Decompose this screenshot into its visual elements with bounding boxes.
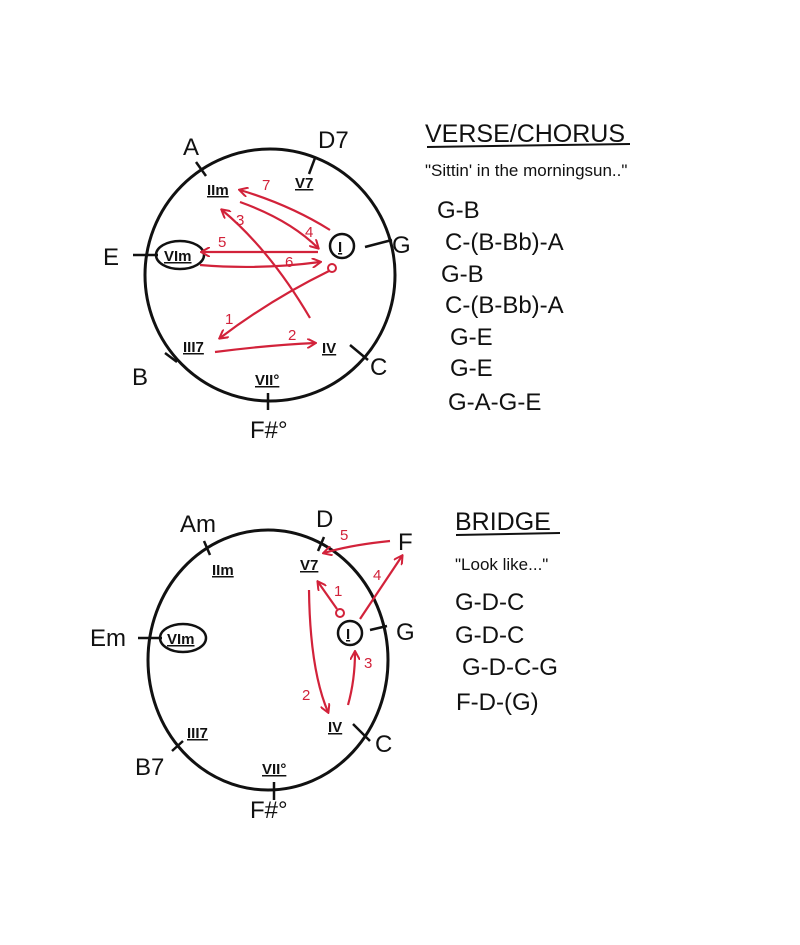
tick-iii — [171, 740, 184, 752]
arrow-1 — [318, 582, 338, 610]
numeral-vii: VII° — [255, 372, 279, 389]
tick-iv — [349, 344, 369, 361]
chord-label-c: C — [375, 731, 392, 758]
title-underline — [426, 143, 631, 148]
chord-label-em: Em — [90, 625, 126, 652]
arrow-4-label: 4 — [373, 567, 381, 584]
tick-v — [316, 536, 326, 552]
chord-label-f: F — [398, 529, 413, 556]
arrow-3 — [222, 210, 311, 319]
chord-label-d7: D7 — [318, 127, 349, 154]
tick-i — [364, 238, 393, 249]
arrow-1 — [220, 270, 330, 338]
circle-of-chords — [143, 147, 397, 403]
chord-label-d: D — [316, 506, 333, 533]
verse-chorus-notes: VERSE/CHORUS "Sittin' in the morningsun.… — [425, 120, 631, 416]
bridge-circle: Am D G Em B7 C F#° F IIm V7 I VIm III7 I… — [90, 506, 415, 824]
chord-label-fsharp-dim: F#° — [250, 797, 288, 824]
chord-label-a: A — [183, 134, 199, 161]
tonic-circle — [328, 232, 356, 260]
arrow-2-label: 2 — [302, 687, 310, 704]
verse-chorus-circle: A D7 G E B C F#° IIm V7 I VIm III7 IV VI… — [103, 127, 411, 444]
numeral-vii: VII° — [262, 761, 286, 778]
numeral-vi: VIm — [167, 631, 195, 648]
progression-line: G-B — [441, 261, 484, 288]
tick-iii — [164, 352, 178, 363]
progression-line: C-(B-Bb)-A — [445, 292, 564, 319]
progression-line: G-E — [450, 324, 493, 351]
tick-i — [369, 624, 388, 632]
numeral-ii: IIm — [212, 562, 234, 579]
tick-ii — [202, 540, 212, 556]
arrow-3-label: 3 — [236, 212, 244, 229]
progression-line: G-E — [450, 355, 493, 382]
arrow-6-label: 6 — [285, 254, 293, 271]
arrow-3 — [346, 652, 355, 706]
chord-label-c: C — [370, 354, 387, 381]
verse-chorus-lyric: "Sittin' in the morningsun.." — [425, 161, 627, 180]
circle-of-chords — [146, 528, 390, 792]
progression-line: G-B — [437, 197, 480, 224]
bridge-lyric: "Look like..." — [455, 555, 548, 574]
progression-line: C-(B-Bb)-A — [445, 229, 564, 256]
tick-v — [307, 157, 317, 175]
numeral-vi: VIm — [164, 248, 192, 265]
start-dot — [327, 263, 337, 273]
arrow-4 — [239, 200, 318, 248]
chord-label-e: E — [103, 244, 119, 271]
arrow-4 — [359, 556, 402, 620]
arrow-2 — [307, 589, 328, 712]
bridge-title: BRIDGE — [455, 508, 551, 536]
start-dot — [335, 608, 345, 618]
numeral-i: I — [338, 239, 342, 256]
arrow-7-label: 7 — [262, 177, 270, 194]
numeral-iv: IV — [328, 719, 342, 736]
numeral-i: I — [346, 626, 350, 643]
numeral-iii: III7 — [183, 339, 204, 356]
arrow-6 — [199, 262, 320, 269]
arrow-1-label: 1 — [334, 583, 342, 600]
progression-line: G-D-C — [455, 589, 524, 616]
chord-label-fsharp-dim: F#° — [250, 417, 288, 444]
progression-line: G-D-C — [455, 622, 524, 649]
numeral-v: V7 — [300, 557, 318, 574]
verse-chorus-title: VERSE/CHORUS — [425, 120, 625, 148]
arrow-5-label: 5 — [340, 527, 348, 544]
progression-line: G-A-G-E — [448, 389, 541, 416]
arrow-1-label: 1 — [225, 311, 233, 328]
tonic-circle — [336, 619, 364, 647]
numeral-ii: IIm — [207, 182, 229, 199]
arrow-2-label: 2 — [288, 327, 296, 344]
arrow-2 — [214, 343, 315, 354]
numeral-iv: IV — [322, 340, 336, 357]
arrow-7 — [240, 190, 331, 231]
arrow-5 — [324, 539, 391, 553]
chord-label-g: G — [392, 232, 411, 259]
arrow-5-label: 5 — [218, 234, 226, 251]
bridge-notes: BRIDGE "Look like..." G-D-C G-D-C G-D-C-… — [455, 508, 561, 716]
chord-label-b: B — [132, 364, 148, 391]
arrow-4-label: 4 — [305, 224, 313, 241]
chord-label-g: G — [396, 619, 415, 646]
numeral-iii: III7 — [187, 725, 208, 742]
title-underline — [455, 532, 561, 536]
arrow-3-label: 3 — [364, 655, 372, 672]
relative-minor-ellipse — [158, 622, 208, 654]
tick-ii — [194, 161, 208, 177]
numeral-v: V7 — [295, 175, 313, 192]
progression-line: G-D-C-G — [462, 654, 558, 681]
chord-label-am: Am — [180, 511, 216, 538]
chord-label-b7: B7 — [135, 754, 164, 781]
progression-line: F-D-(G) — [456, 689, 539, 716]
tick-iv — [352, 723, 371, 742]
